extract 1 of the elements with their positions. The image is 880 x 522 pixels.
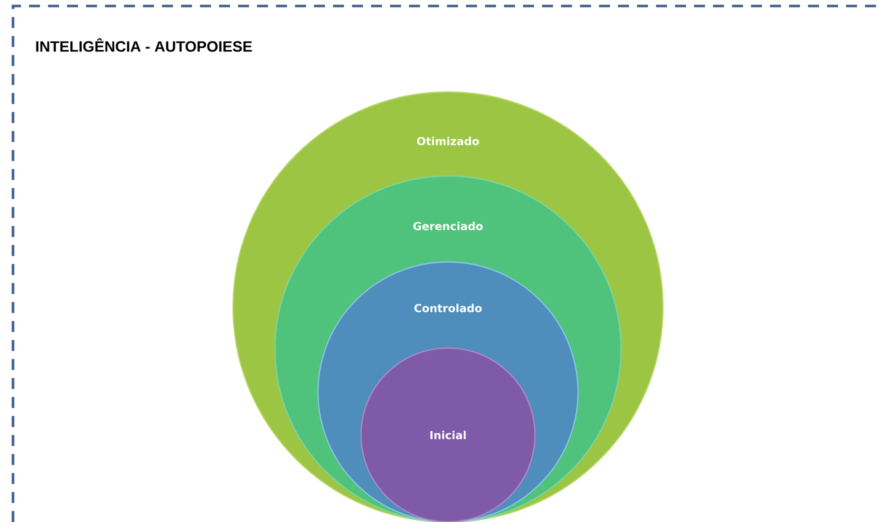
title: INTELIGÊNCIA - AUTOPOIESE xyxy=(36,38,252,52)
